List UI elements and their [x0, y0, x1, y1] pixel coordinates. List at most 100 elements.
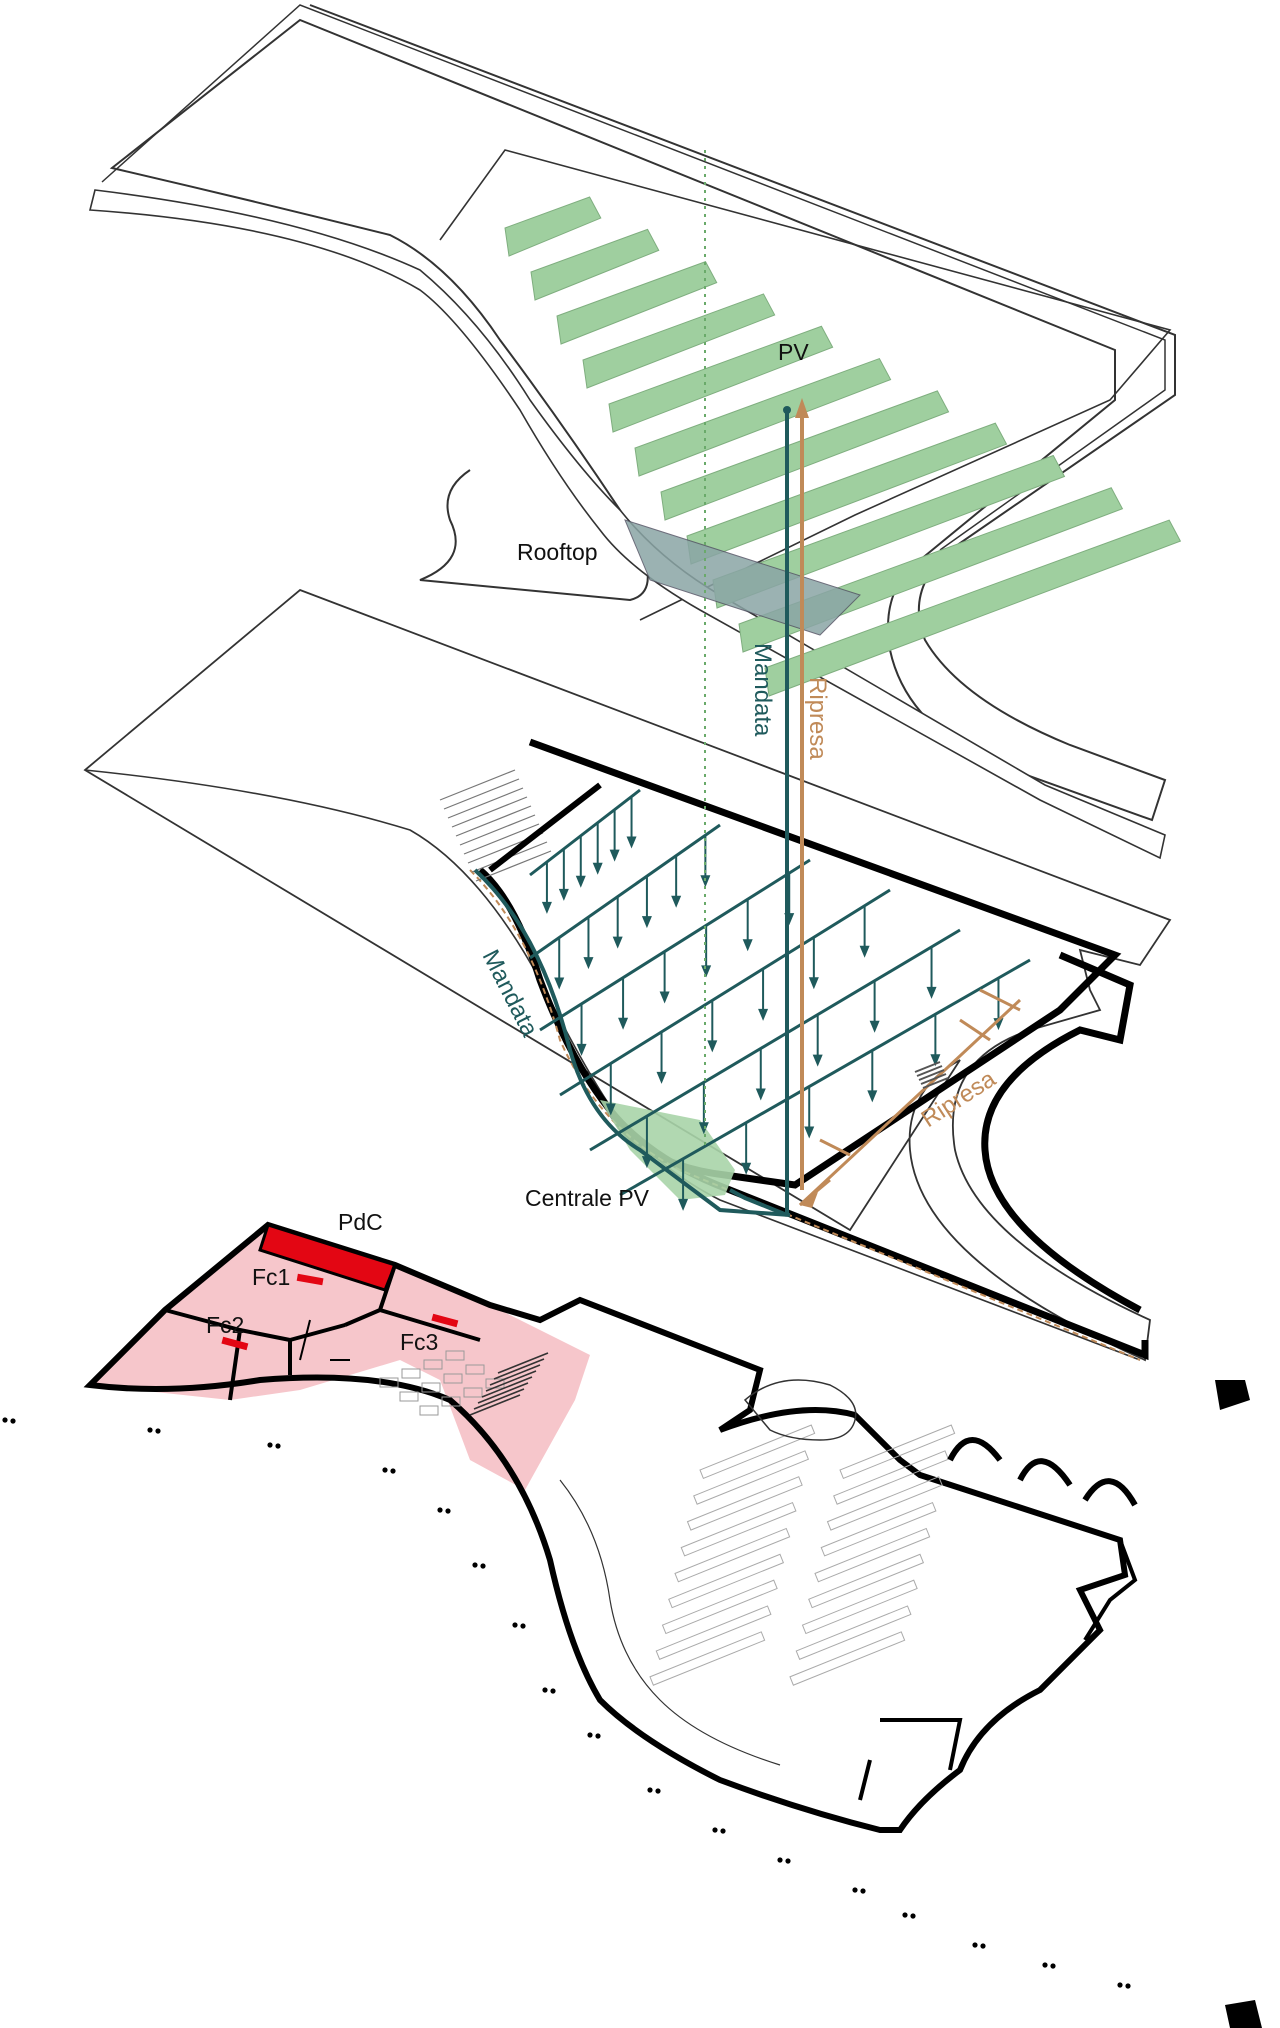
fc3-label: Fc3: [400, 1329, 438, 1355]
interior-walls: [164, 1264, 481, 1401]
pew: [808, 1553, 925, 1609]
mandata-arrow: [812, 1054, 823, 1067]
mandata-arrow: [741, 1162, 752, 1175]
pv-panel: [504, 196, 602, 257]
bollard: [1125, 1983, 1131, 1989]
lounge-seat: [401, 1368, 421, 1379]
mandata-branch: [559, 888, 891, 1097]
fc2-label: Fc2: [206, 1312, 244, 1338]
pv-panel: [660, 390, 950, 521]
lounge-seat: [421, 1382, 441, 1393]
pv-panel: [764, 519, 1182, 697]
stair-tread: [455, 805, 532, 837]
lounge-seat: [419, 1405, 439, 1416]
mandata-vertical-label: Mandata: [749, 643, 776, 737]
stair-tread: [443, 778, 520, 810]
apse: [743, 1379, 857, 1441]
rooftop-outline: [109, 4, 1176, 822]
pv-label: PV: [778, 339, 809, 365]
mandata-arrow: [558, 888, 569, 901]
pew: [826, 1476, 943, 1531]
bollard: [777, 1857, 783, 1863]
mandata-arrow: [554, 977, 565, 990]
lounge-seat: [441, 1396, 461, 1407]
stair-tread: [451, 796, 528, 828]
ground-floor-hall-curve: [559, 1479, 781, 1766]
pew: [801, 1579, 918, 1635]
pew: [661, 1579, 778, 1635]
mandata-arrow: [575, 875, 586, 888]
mandata-arrow: [583, 957, 594, 970]
stair-tread: [481, 1376, 533, 1398]
pdc-label: PdC: [338, 1209, 383, 1235]
centrale-pv-label: Centrale PV: [525, 1185, 650, 1211]
mandata-arrow: [755, 1088, 766, 1101]
mandata-branch: [619, 958, 1031, 1197]
heated-zone: [90, 1225, 590, 1490]
bollard: [1117, 1982, 1123, 1988]
ground-floor-outline: [83, 1221, 1129, 1833]
stair-tread: [463, 823, 540, 855]
pew: [839, 1424, 956, 1479]
bollard: [785, 1858, 791, 1864]
mandata-arrow: [804, 1126, 815, 1139]
bollard: [1050, 1963, 1056, 1969]
bollard: [445, 1508, 451, 1514]
mandata-arrow: [618, 1017, 629, 1030]
lounge-seat: [423, 1359, 443, 1370]
bollard: [472, 1562, 478, 1568]
mandata-arrow: [641, 916, 652, 929]
pew: [668, 1553, 785, 1609]
stair-tread: [459, 814, 536, 846]
pv-panel: [634, 357, 892, 477]
fc1-unit: [296, 1273, 324, 1286]
bollard: [595, 1733, 601, 1739]
pew: [795, 1605, 912, 1660]
stair-tread: [469, 1394, 521, 1416]
interior-wall-thin: [299, 1319, 350, 1361]
mandata-arrow: [859, 945, 870, 958]
mandata-arrow: [742, 939, 753, 952]
lounge-seat: [443, 1373, 463, 1384]
bollard: [852, 1887, 858, 1893]
hall-wall-orange-dash: [469, 869, 1141, 1361]
pew: [699, 1424, 816, 1479]
pew: [814, 1527, 931, 1583]
stair-tread: [447, 787, 524, 819]
fc1-label: Fc1: [252, 1264, 290, 1290]
mandata-arrow: [926, 986, 937, 999]
stair-tread: [473, 1388, 525, 1410]
bollard: [155, 1428, 161, 1434]
stair-tread: [477, 1382, 529, 1404]
mandata-arrow: [869, 1020, 880, 1033]
ground-floor-stairs: [469, 1352, 549, 1416]
bollard: [655, 1788, 661, 1794]
stair-tread: [489, 1364, 541, 1386]
pv-panel-array: [504, 196, 1182, 697]
bollard: [902, 1912, 908, 1918]
mandata-arrow: [930, 1054, 941, 1067]
east-rooms: [858, 1539, 1138, 1801]
mandata-arrow: [758, 1008, 769, 1021]
rooftop-inner-outline: [101, 4, 1166, 551]
lounge-seat: [465, 1364, 485, 1375]
stair-wall: [488, 782, 602, 873]
bollard: [147, 1427, 153, 1433]
bollard: [10, 1418, 16, 1424]
mandata-arrow: [541, 901, 552, 914]
hall-wall-thick: [477, 738, 1122, 1189]
lounge-seat: [399, 1391, 419, 1402]
bollard: [390, 1468, 396, 1474]
bollard: [910, 1913, 916, 1919]
lounge-seat: [445, 1350, 465, 1361]
pew-rows: [649, 1424, 956, 1686]
bollard: [1042, 1962, 1048, 1968]
bollard-dots: [2, 1417, 1131, 1989]
pv-panel: [530, 228, 660, 301]
mandata-arrow: [671, 895, 682, 908]
corner-pillar-top: [1215, 1380, 1250, 1410]
bollard: [267, 1442, 273, 1448]
mandata-branch: [529, 823, 721, 960]
mandata-arrow: [678, 1198, 689, 1211]
